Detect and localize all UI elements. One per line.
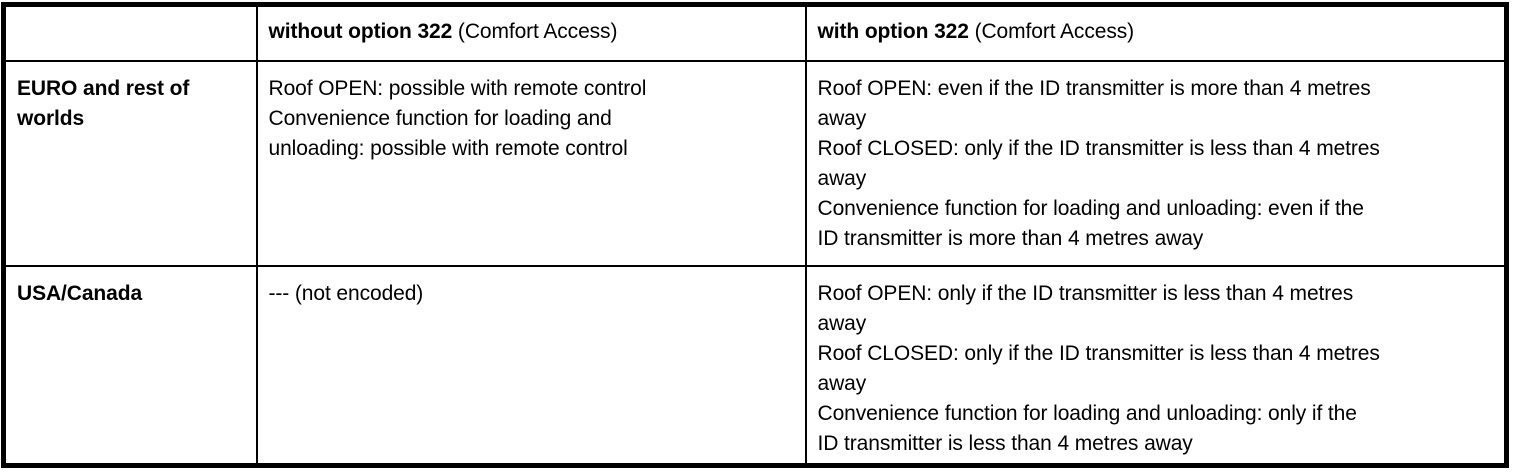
region-cell-usa-canada: USA/Canada — [2, 264, 258, 466]
header-with-option-bold-label: with option 322 — [817, 20, 969, 43]
header-with-option-suffix-label: (Comfort Access) — [968, 20, 1135, 43]
with-option-cell-usa-canada: Roof OPEN: only if the ID transmitter is… — [804, 264, 1508, 466]
with-option-cell-euro: Roof OPEN: even if the ID transmitter is… — [804, 59, 1508, 267]
without-option-cell-usa-canada: --- (not encoded) — [255, 264, 807, 466]
comfort-access-option-table: without option 322 (Comfort Access) with… — [1, 2, 1509, 468]
header-without-option-suffix-label: (Comfort Access) — [452, 20, 618, 43]
without-option-cell-euro: Roof OPEN: possible with remote control … — [255, 59, 807, 267]
region-cell-euro: EURO and rest of worlds — [2, 59, 258, 267]
header-cell-with-option: with option 322 (Comfort Access) — [804, 3, 1508, 62]
table-row-usa-canada: USA/Canada --- (not encoded) Roof OPEN: … — [2, 264, 1508, 466]
table-row-euro: EURO and rest of worlds Roof OPEN: possi… — [2, 59, 1508, 267]
header-cell-empty — [2, 3, 258, 62]
table-header-row: without option 322 (Comfort Access) with… — [2, 3, 1508, 62]
header-cell-without-option: without option 322 (Comfort Access) — [255, 3, 807, 62]
header-without-option-bold-label: without option 322 — [268, 20, 453, 43]
